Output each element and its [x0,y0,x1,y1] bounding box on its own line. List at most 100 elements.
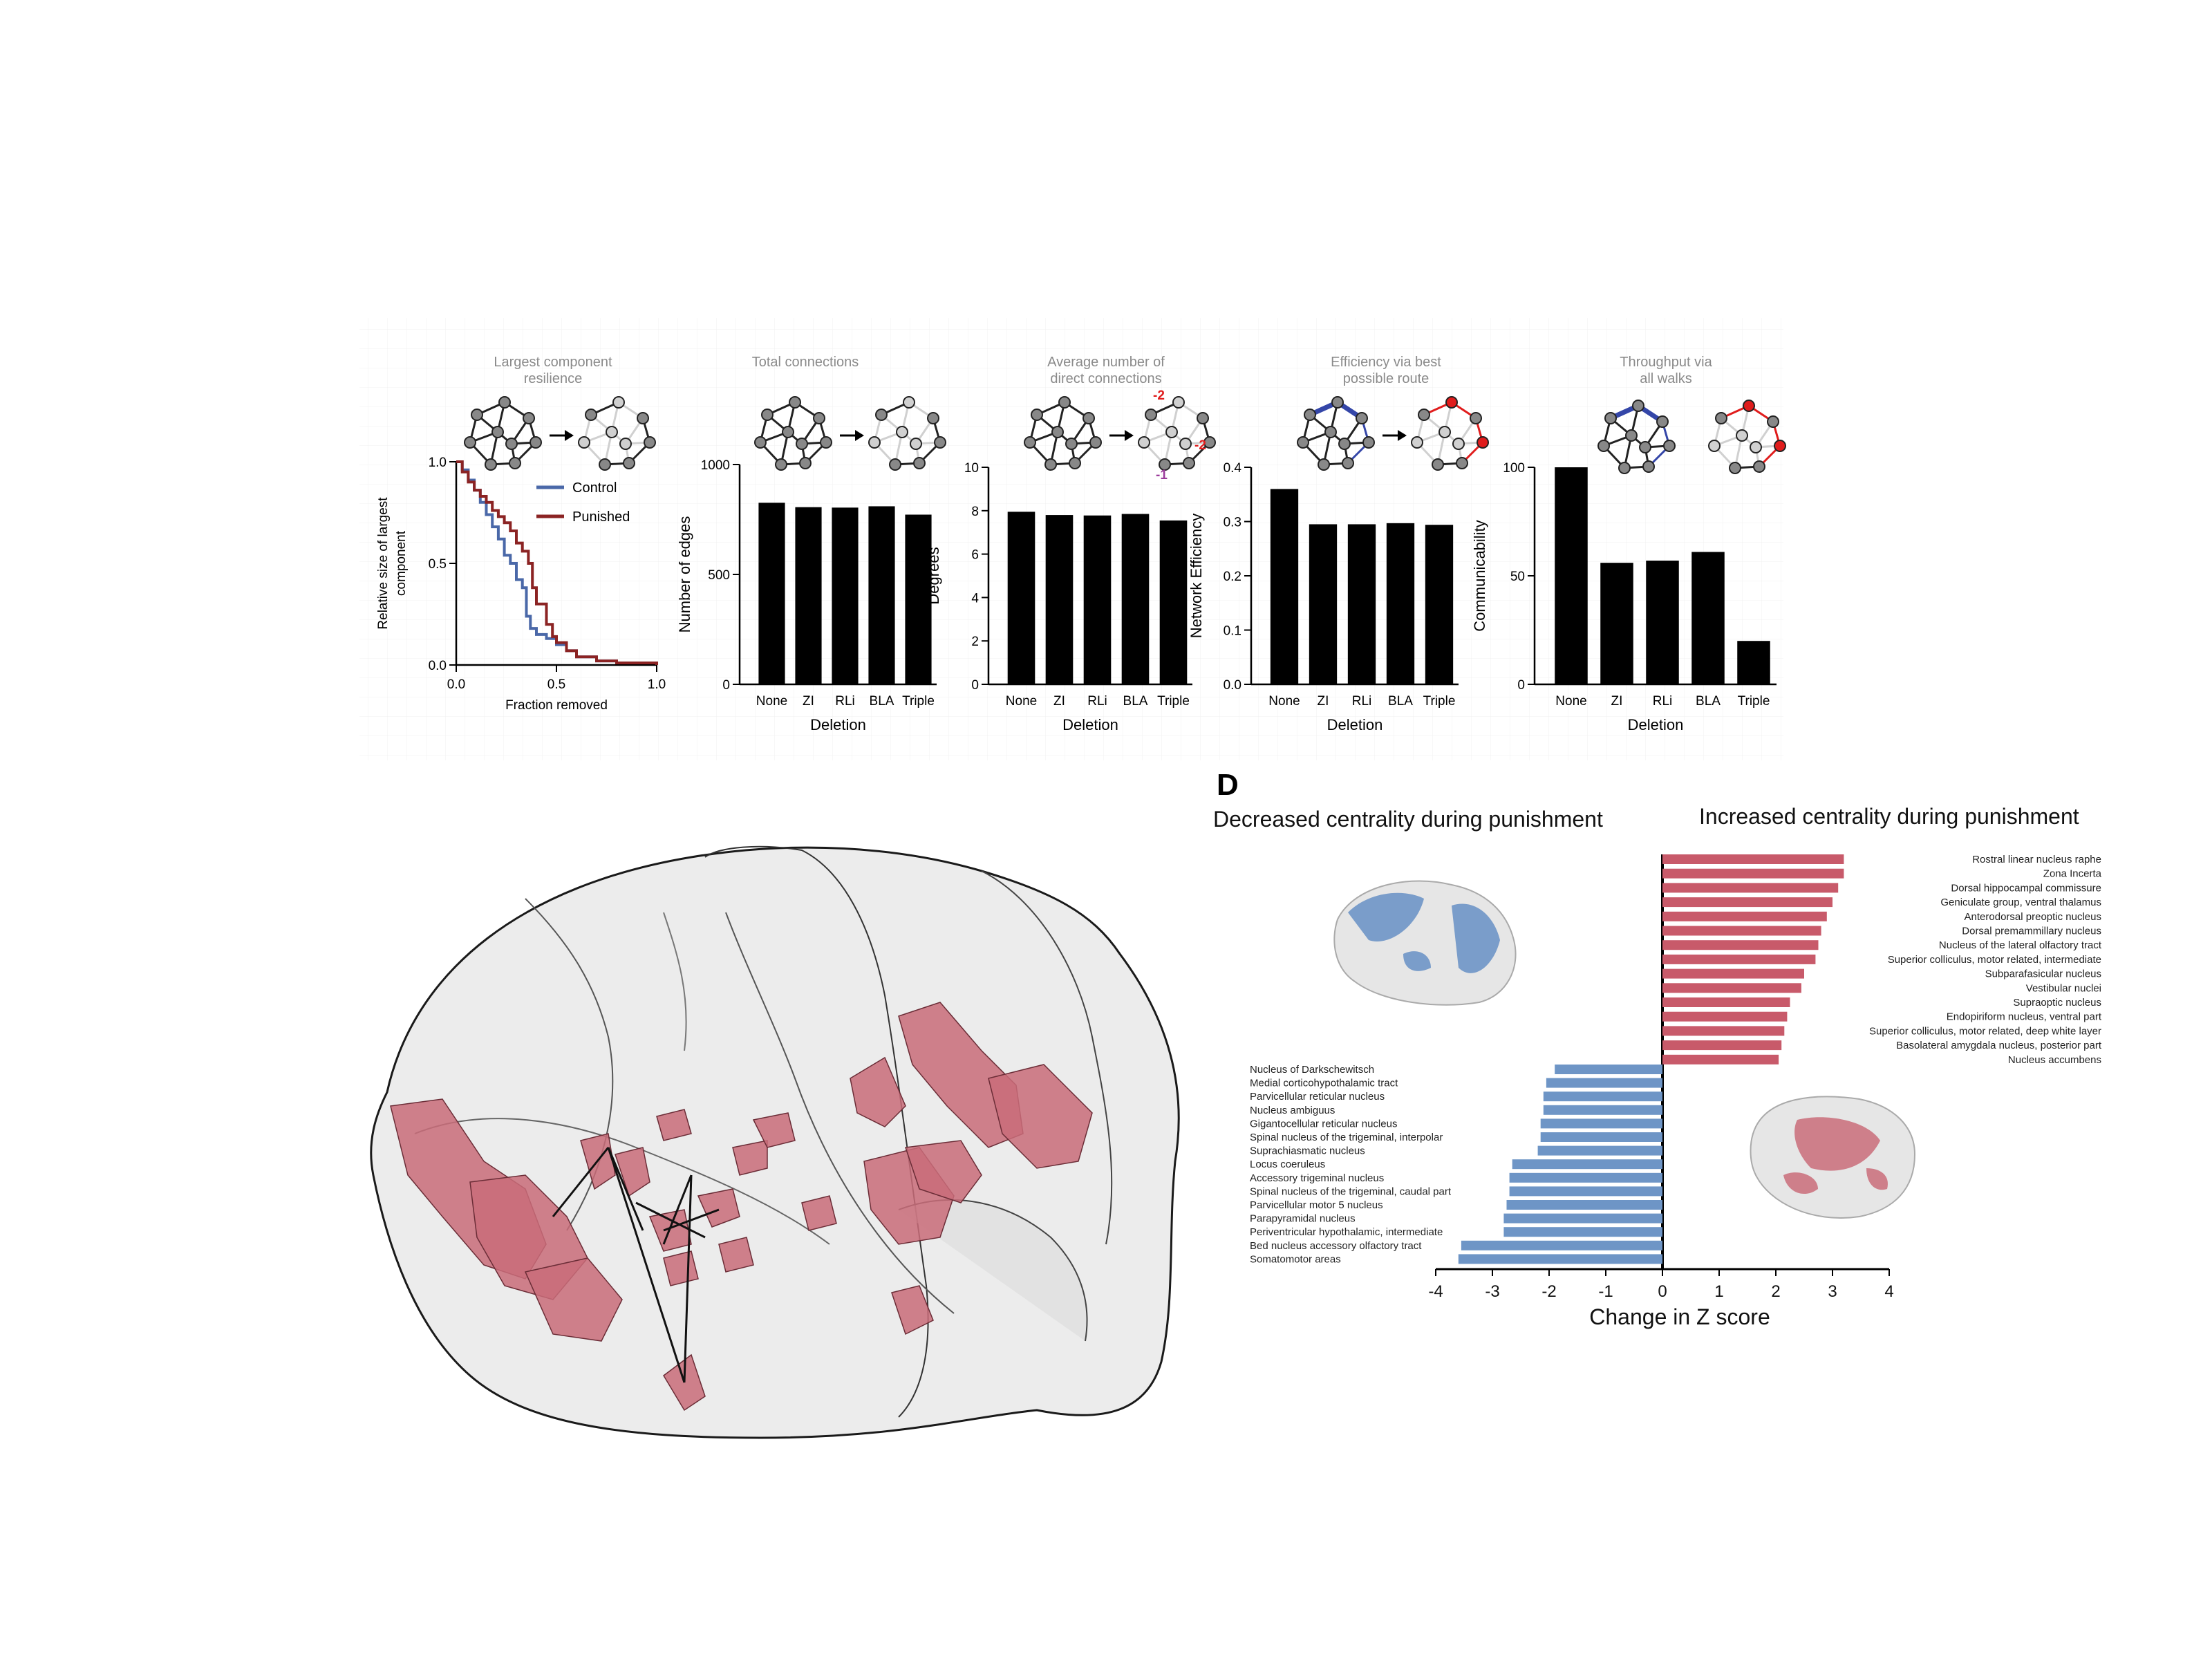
bar-increased [1662,868,1844,879]
network-node [1089,436,1102,449]
x-tick-label: 3 [1828,1282,1837,1301]
network-node [1418,409,1430,421]
y-tick-label: 2 [971,635,979,649]
x-tick-label: ZI [1053,694,1065,709]
bar-increased [1662,1054,1779,1065]
y-axis-title: Network Efficiency [1188,514,1205,639]
x-tick-label: BLA [1123,694,1148,709]
region-label-decreased: Bed nucleus accessory olfactory tract [1250,1240,1422,1252]
x-tick-label: BLA [1696,694,1721,709]
network-node [1470,412,1482,424]
x-tick-label: 2 [1771,1282,1780,1301]
network-node [1051,426,1064,438]
series-line-punished [456,460,658,665]
network-node [505,438,518,450]
x-axis-title: Deletion [1628,716,1684,733]
network-node [927,412,939,424]
y-tick-label: 6 [971,548,979,563]
network-node [1663,440,1676,452]
network-node [578,436,590,449]
bar-zi [1045,515,1074,684]
y-axis-title: Degrees [925,547,942,604]
x-tick-label: None [756,694,787,709]
bar-bla [1386,523,1415,684]
arrow-head [1125,430,1134,441]
network-node [1597,440,1610,452]
legend-label-control: Control [572,480,617,496]
network-node [585,409,597,421]
network-node [498,396,511,409]
panel-label-d: D [1217,768,1239,802]
network-icon-1 [578,396,656,471]
region-label-increased: Superior colliculus, motor related, inte… [1888,954,2101,966]
bar-decreased [1509,1186,1662,1197]
bar-decreased [1543,1091,1662,1102]
region-label-increased: Dorsal premammillary nucleus [1962,926,2101,937]
network-icon-5 [1138,396,1216,471]
bar-decreased [1543,1105,1662,1115]
network-icon-6 [1297,396,1375,471]
network-node [623,457,635,469]
network-node [1774,440,1786,452]
region-label-decreased: Spinal nucleus of the trigeminal, interp… [1250,1132,1443,1143]
network-node [523,412,535,424]
network-node [1297,436,1309,449]
network-node [1362,436,1375,449]
chart-subtitle: Total connections [752,355,859,370]
region-label-increased: Nucleus accumbens [2008,1054,2101,1066]
region-label-decreased: Suprachiasmatic nucleus [1250,1145,1365,1157]
network-node [868,436,881,449]
region-label-increased: Superior colliculus, motor related, deep… [1869,1025,2101,1037]
region-label-increased: Subparafasicular nucleus [1985,968,2101,980]
bar-decreased [1461,1240,1662,1250]
bar-none [1007,512,1035,684]
x-tick-label: None [1268,694,1300,709]
x-tick-label: 1.0 [648,677,666,692]
bar-increased [1662,911,1827,921]
network-node [1044,458,1057,471]
network-node [1065,438,1078,450]
y-tick-label: 0 [722,678,730,693]
x-tick-label: None [1006,694,1037,709]
network-node [1432,458,1444,471]
x-tick-label: RLi [1352,694,1372,709]
region-label-decreased: Parvicellular reticular nucleus [1250,1091,1385,1103]
y-tick-label: 0.4 [1224,461,1242,476]
network-node [644,436,656,449]
bar-increased [1662,997,1790,1007]
network-icon-0 [464,396,542,471]
region-label-decreased: Nucleus ambiguus [1250,1105,1335,1116]
network-node [1197,412,1209,424]
x-tick-label: 1 [1714,1282,1723,1301]
y-tick-label: 0 [1517,678,1525,693]
network-node [612,396,625,409]
bar-decreased [1540,1132,1662,1142]
network-node [889,458,901,471]
region-label-decreased: Accessory trigeminal nucleus [1250,1172,1384,1184]
network-node [754,436,767,449]
bar-increased [1662,1011,1788,1022]
bar-increased [1662,926,1821,936]
network-node [1179,438,1192,450]
y-tick-label: 0.2 [1224,570,1241,584]
region-label-decreased: Periventricular hypothalamic, intermedia… [1250,1226,1443,1238]
network-node [1082,412,1095,424]
network-node [1767,415,1779,428]
region-label-increased: Supraoptic nucleus [2013,997,2101,1009]
y-tick-label: 0.1 [1224,624,1241,639]
network-node [1342,457,1354,469]
bar-triple [905,514,932,684]
bar-zi [1600,563,1633,684]
network-node [813,412,825,424]
network-node [913,457,926,469]
network-icon-9 [1708,400,1786,474]
region-label-decreased: Spinal nucleus of the trigeminal, caudal… [1250,1185,1452,1197]
network-node [1618,462,1631,474]
x-tick-label: 4 [1884,1282,1893,1301]
decreased-heading: Decreased centrality during punishment [1213,807,1603,832]
bar-none [758,503,785,684]
network-node [761,409,774,421]
chart-subtitle: all walks [1640,371,1692,386]
bar-rli [1646,561,1679,684]
